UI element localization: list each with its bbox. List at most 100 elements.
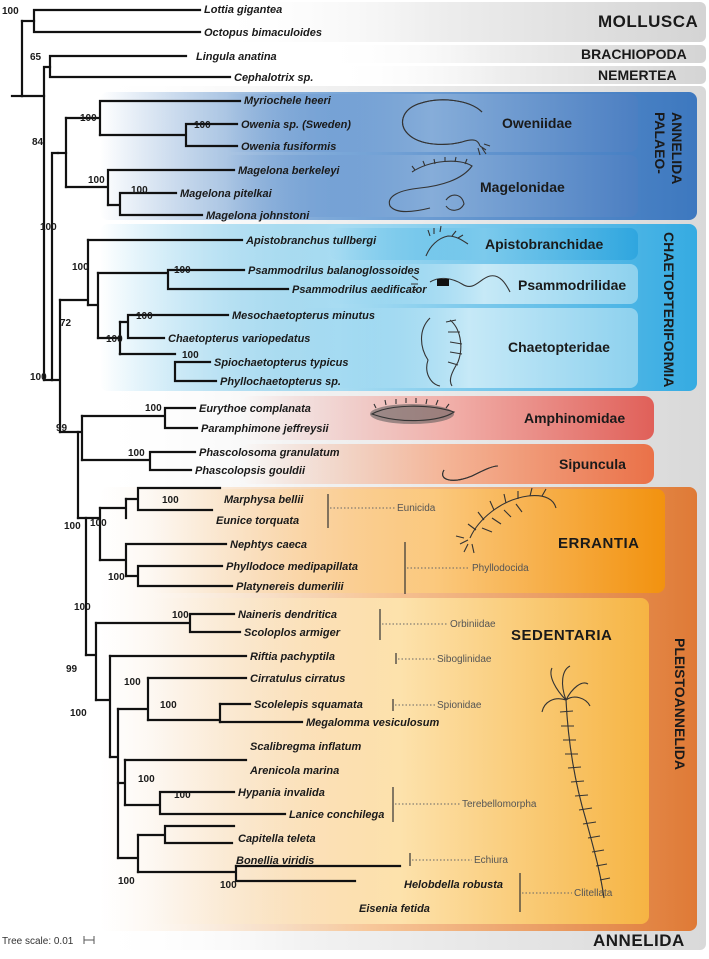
amphinomidae-illustration bbox=[370, 398, 456, 424]
oweniidae-illustration bbox=[402, 99, 491, 156]
clade-label-palaeo-1: PALAEO- bbox=[652, 112, 668, 174]
support-value: 100 bbox=[40, 222, 57, 233]
psammodrilidae-illustration bbox=[411, 275, 511, 293]
clade-label-annelida: ANNELIDA bbox=[593, 931, 685, 950]
taxon-label: Cephalotrix bbox=[234, 72, 295, 84]
clade-label-errantia: ERRANTIA bbox=[558, 535, 640, 552]
annotation-label: Spionidae bbox=[437, 700, 482, 711]
taxon-label: Capitella teleta bbox=[238, 833, 316, 845]
taxon-label: Phascolosoma granulatum bbox=[199, 447, 340, 459]
band-oweniidae bbox=[225, 94, 638, 152]
support-value: 100 bbox=[174, 265, 191, 276]
taxon-label: Naineris dendritica bbox=[238, 609, 337, 621]
tree-scale-label: Tree scale: 0.01 bbox=[2, 936, 74, 947]
taxon-label: Lingula anatina bbox=[196, 51, 277, 63]
group-label-psammodrilidae: Psammodrilidae bbox=[518, 277, 626, 293]
taxon-label: Bonellia viridis bbox=[236, 855, 314, 867]
taxon-label: Lottia gigantea bbox=[204, 4, 282, 16]
taxon-label: Apistobranchus tullbergi bbox=[245, 235, 377, 247]
taxon-label: Nephtys caeca bbox=[230, 539, 307, 551]
support-value: 99 bbox=[66, 664, 78, 675]
taxon-label: Mesochaetopterus minutus bbox=[232, 310, 375, 322]
taxon-label: Marphysa bellii bbox=[224, 494, 304, 506]
clade-labels: MOLLUSCA BRACHIOPODA NEMERTEA PALAEO- AN… bbox=[511, 12, 698, 950]
support-value: 100 bbox=[138, 774, 155, 785]
band-sipuncula bbox=[240, 444, 654, 484]
taxon-label: Scolelepis squamata bbox=[254, 699, 363, 711]
annotation-label: Phyllodocida bbox=[472, 563, 529, 574]
annotation-label: Siboglinidae bbox=[437, 654, 492, 665]
support-value: 100 bbox=[64, 521, 81, 532]
support-value: 72 bbox=[60, 318, 72, 329]
taxon-label: Phyllodoce medipapillata bbox=[226, 561, 358, 573]
annotation-connectors bbox=[327, 494, 572, 912]
band-chaetopteridae bbox=[300, 308, 638, 388]
band-nemertea bbox=[330, 66, 706, 84]
taxon-label: Hypania invalida bbox=[238, 787, 325, 799]
band-apistobranchidae bbox=[330, 228, 638, 260]
clade-label-mollusca: MOLLUSCA bbox=[598, 12, 698, 31]
support-value: 100 bbox=[80, 113, 97, 124]
taxon-label: Scalibregma inflatum bbox=[250, 741, 361, 753]
taxon-label: Magelona pitelkai bbox=[180, 188, 273, 200]
support-value: 100 bbox=[74, 602, 91, 613]
annotation-label: Orbiniidae bbox=[450, 619, 496, 630]
support-value: 100 bbox=[172, 610, 189, 621]
support-value: 100 bbox=[118, 876, 135, 887]
taxon-label: Owenia fusiformis bbox=[241, 141, 336, 153]
group-label-apistobranchidae: Apistobranchidae bbox=[485, 236, 603, 252]
support-value: 100 bbox=[174, 790, 191, 801]
taxon-label: Phascolopsis gouldii bbox=[195, 465, 306, 477]
taxon-label: Platynereis dumerilii bbox=[236, 581, 345, 593]
annotation-label: Clitellata bbox=[574, 888, 613, 899]
clade-label-brachiopoda: BRACHIOPODA bbox=[581, 46, 687, 62]
band-brachiopoda bbox=[320, 45, 706, 63]
support-value: 100 bbox=[90, 518, 107, 529]
group-label-sipuncula: Sipuncula bbox=[559, 456, 626, 472]
annotation-label: Terebellomorpha bbox=[462, 799, 537, 810]
clade-bands bbox=[90, 2, 706, 950]
sp-suffix: sp. bbox=[325, 376, 341, 388]
support-value: 100 bbox=[2, 6, 19, 17]
group-labels: Oweniidae Magelonidae Apistobranchidae P… bbox=[480, 115, 626, 472]
group-label-oweniidae: Oweniidae bbox=[502, 115, 572, 131]
sp-suffix: sp. bbox=[298, 72, 314, 84]
magelonidae-illustration bbox=[388, 156, 473, 213]
sp-suffix: sp. (Sweden) bbox=[283, 119, 351, 131]
support-value: 100 bbox=[145, 403, 162, 414]
support-value: 100 bbox=[194, 120, 211, 131]
support-value: 100 bbox=[131, 185, 148, 196]
chaetopteridae-illustration bbox=[420, 317, 463, 387]
support-value: 65 bbox=[30, 52, 42, 63]
clade-label-pleistoannelida: PLEISTOANNELIDA bbox=[672, 638, 688, 770]
band-sedentaria bbox=[150, 598, 649, 924]
support-value: 100 bbox=[162, 495, 179, 506]
annotation-label: Echiura bbox=[474, 855, 508, 866]
group-label-magelonidae: Magelonidae bbox=[480, 179, 565, 195]
support-values: 100 65 84 100 100 100 100 100 100 100 72… bbox=[2, 6, 237, 891]
apistobranchidae-illustration bbox=[425, 225, 469, 257]
taxon-label: Psammodrilus balanoglossoides bbox=[248, 265, 420, 277]
taxon-label: Megalomma vesiculosum bbox=[306, 717, 439, 729]
support-value: 100 bbox=[128, 448, 145, 459]
taxon-label: Scoloplos armiger bbox=[244, 627, 341, 639]
support-value: 100 bbox=[88, 175, 105, 186]
taxon-label: Helobdella robusta bbox=[404, 879, 503, 891]
support-value: 100 bbox=[106, 334, 123, 345]
group-label-amphinomidae: Amphinomidae bbox=[524, 410, 625, 426]
tree-branches bbox=[10, 8, 402, 883]
taxon-label: Chaetopterus variopedatus bbox=[168, 333, 310, 345]
sedentaria-illustration bbox=[541, 665, 611, 899]
clade-label-palaeo-2: ANNELIDA bbox=[669, 112, 685, 184]
sipuncula-illustration bbox=[442, 465, 499, 481]
psammodrilus-band bbox=[437, 279, 449, 286]
taxon-label: Lanice conchilega bbox=[289, 809, 384, 821]
taxon-label: Arenicola marina bbox=[249, 765, 339, 777]
support-value: 100 bbox=[220, 880, 237, 891]
taxon-labels: Lottia gigantea Octopus bimaculoides Lin… bbox=[168, 4, 503, 915]
